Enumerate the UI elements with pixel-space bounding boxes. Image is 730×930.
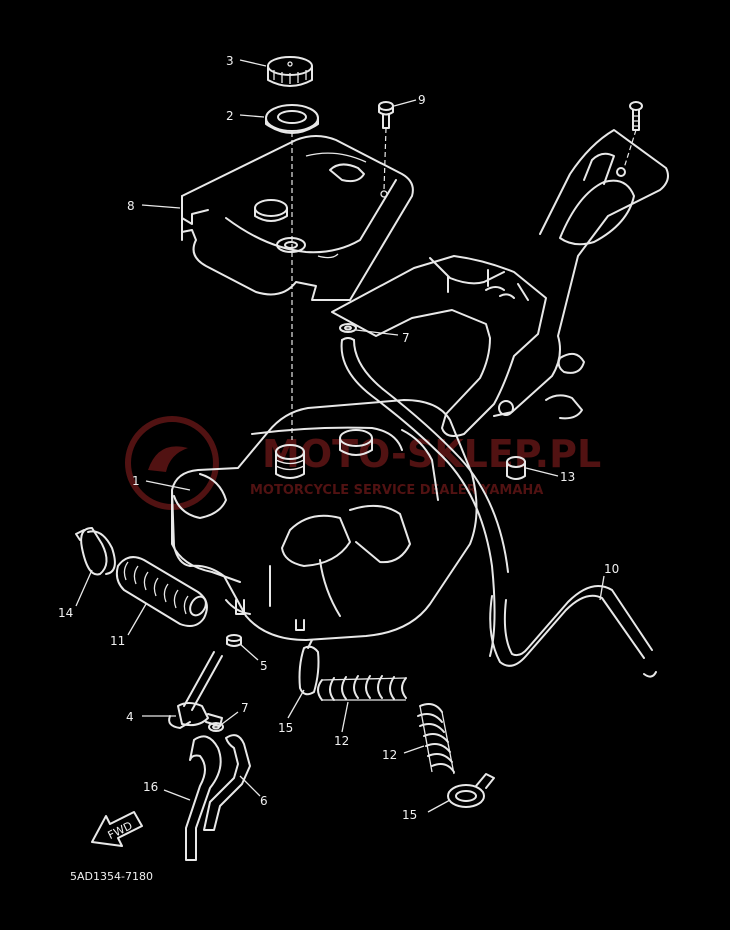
part-8-tank-cover (181, 135, 414, 301)
callout-10: 10 (604, 562, 619, 576)
part-3-filler-cap (267, 56, 313, 87)
callout-7-upper: 7 (402, 331, 410, 345)
part-12-spring-lower (417, 703, 455, 775)
callout-11: 11 (110, 634, 125, 648)
diagram-code: 5AD1354-7180 (70, 870, 153, 883)
watermark-name: MOTO-SKLEP.PL (262, 432, 601, 476)
callout-15-lower: 15 (402, 808, 417, 822)
part-1-oil-tank (171, 399, 478, 641)
callout-leaders (75, 59, 605, 813)
watermark-tagline: MOTORCYCLE SERVICE DEALER YAMAHA (250, 483, 543, 498)
part-handle-bracket-assembly (331, 129, 669, 437)
assembly-axis-bracket-bolt (623, 129, 637, 169)
forward-arrow: FWD (91, 811, 143, 847)
part-bracket-bolt (629, 101, 643, 131)
part-2-cap-gasket (265, 104, 319, 134)
part-6-hose (203, 734, 251, 831)
callout-4: 4 (126, 710, 134, 724)
part-13-grommet (506, 456, 526, 480)
part-11-corrugated-hose (115, 556, 208, 627)
callout-6: 6 (260, 794, 268, 808)
watermark: MOTO-SKLEP.PL MOTORCYCLE SERVICE DEALER … (125, 416, 601, 510)
callout-13: 13 (560, 470, 575, 484)
part-15-hose-clamp-upper (298, 639, 320, 696)
part-7-washer-upper (339, 323, 357, 333)
part-10-breather-hose (340, 337, 657, 678)
part-5-strainer (226, 634, 242, 647)
part-7-washer-lower (208, 722, 224, 732)
part-16-hose (185, 735, 222, 861)
part-4-union-fitting (168, 651, 223, 729)
callout-3: 3 (226, 54, 234, 68)
callout-5: 5 (260, 659, 268, 673)
callout-2: 2 (226, 109, 234, 123)
callout-9: 9 (418, 93, 426, 107)
part-12-spring-upper (317, 675, 407, 701)
part-15-hose-clamp-lower (447, 773, 495, 808)
callout-12-lower: 12 (382, 748, 397, 762)
watermark-logo-swoosh (148, 446, 188, 472)
assembly-axis-bolt (383, 127, 387, 191)
callout-14: 14 (58, 606, 73, 620)
callout-16: 16 (143, 780, 158, 794)
callout-8: 8 (127, 199, 135, 213)
callout-1: 1 (132, 474, 140, 488)
callout-7-lower: 7 (241, 701, 249, 715)
callout-12-upper: 12 (334, 734, 349, 748)
part-9-bolt (378, 101, 394, 129)
part-14-hose-clamp (75, 527, 116, 576)
callout-15-upper: 15 (278, 721, 293, 735)
